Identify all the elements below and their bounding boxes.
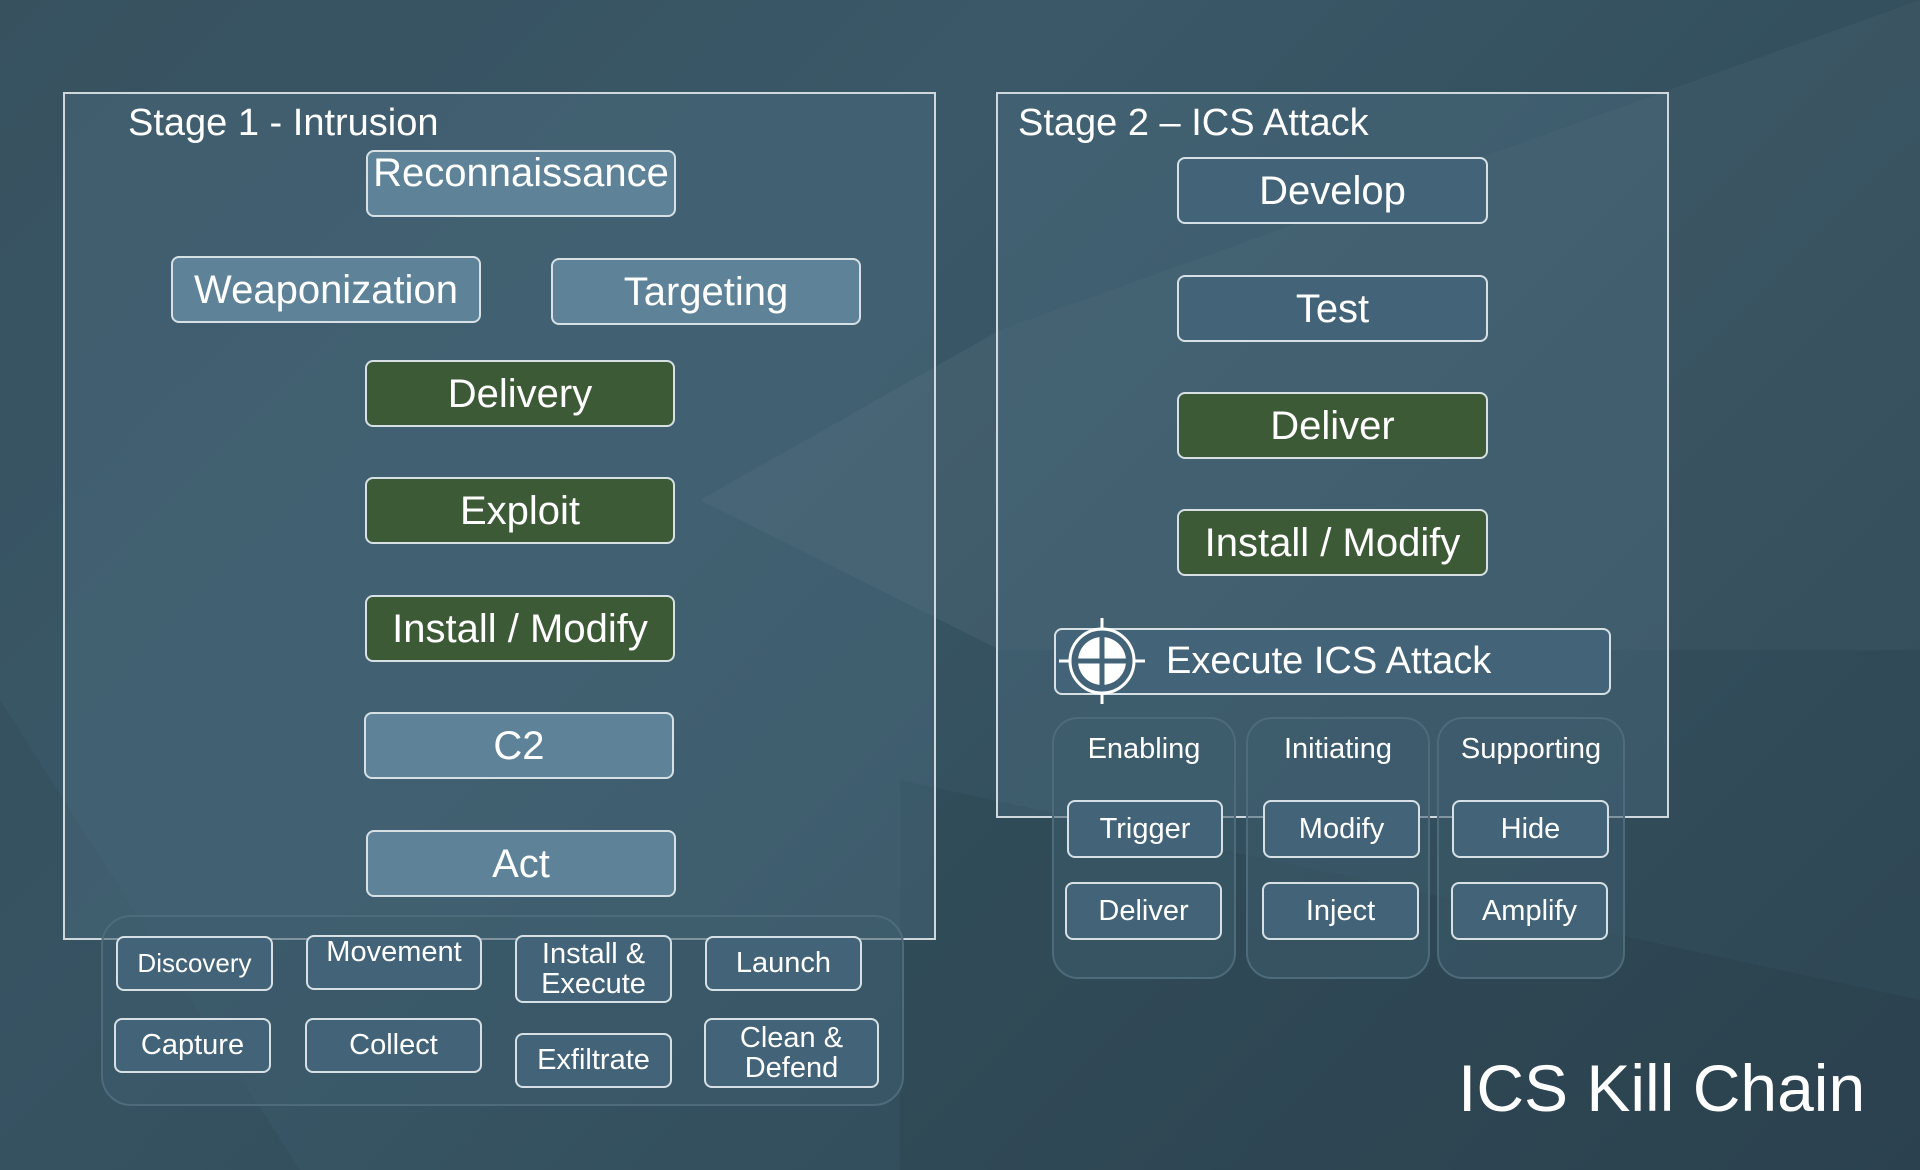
exfiltrate-box[interactable]: Exfiltrate [515,1033,672,1088]
crosshair-icon [1059,618,1145,704]
targeting-box[interactable]: Targeting [551,258,861,325]
inject-box[interactable]: Inject [1262,882,1419,940]
weaponization-box[interactable]: Weaponization [171,256,481,323]
initiating-title: Initiating [1283,733,1392,765]
capture-box[interactable]: Capture [114,1018,271,1073]
launch-box[interactable]: Launch [705,936,862,991]
amplify-box[interactable]: Amplify [1451,882,1608,940]
stage2-install-modify-box[interactable]: Install / Modify [1177,509,1488,576]
c2-box[interactable]: C2 [364,712,674,779]
discovery-box[interactable]: Discovery [116,936,273,991]
hide-box[interactable]: Hide [1452,800,1609,858]
reconnaissance-box[interactable]: Reconnaissance [366,150,676,217]
stage1-title: Stage 1 - Intrusion [128,102,439,144]
execute-ics-attack-label: Execute ICS Attack [1166,640,1492,682]
delivery-box[interactable]: Delivery [365,360,675,427]
modify-box[interactable]: Modify [1263,800,1420,858]
supporting-title: Supporting [1460,733,1602,765]
page-title: ICS Kill Chain [1458,1051,1866,1125]
stage2-title: Stage 2 – ICS Attack [1018,102,1369,144]
trigger-box[interactable]: Trigger [1067,800,1223,858]
stage2-deliver-box[interactable]: Deliver [1177,392,1488,459]
enabling-title: Enabling [1087,733,1201,765]
exploit-box[interactable]: Exploit [365,477,675,544]
install-execute-box[interactable]: Install & Execute [515,935,672,1003]
stage1-install-modify-box[interactable]: Install / Modify [365,595,675,662]
execute-ics-attack-bar[interactable]: Execute ICS Attack [1054,628,1611,695]
develop-box[interactable]: Develop [1177,157,1488,224]
enabling-deliver-box[interactable]: Deliver [1065,882,1222,940]
clean-defend-box[interactable]: Clean & Defend [704,1018,879,1088]
collect-box[interactable]: Collect [305,1018,482,1073]
movement-box[interactable]: Movement [306,935,482,990]
act-box[interactable]: Act [366,830,676,897]
test-box[interactable]: Test [1177,275,1488,342]
